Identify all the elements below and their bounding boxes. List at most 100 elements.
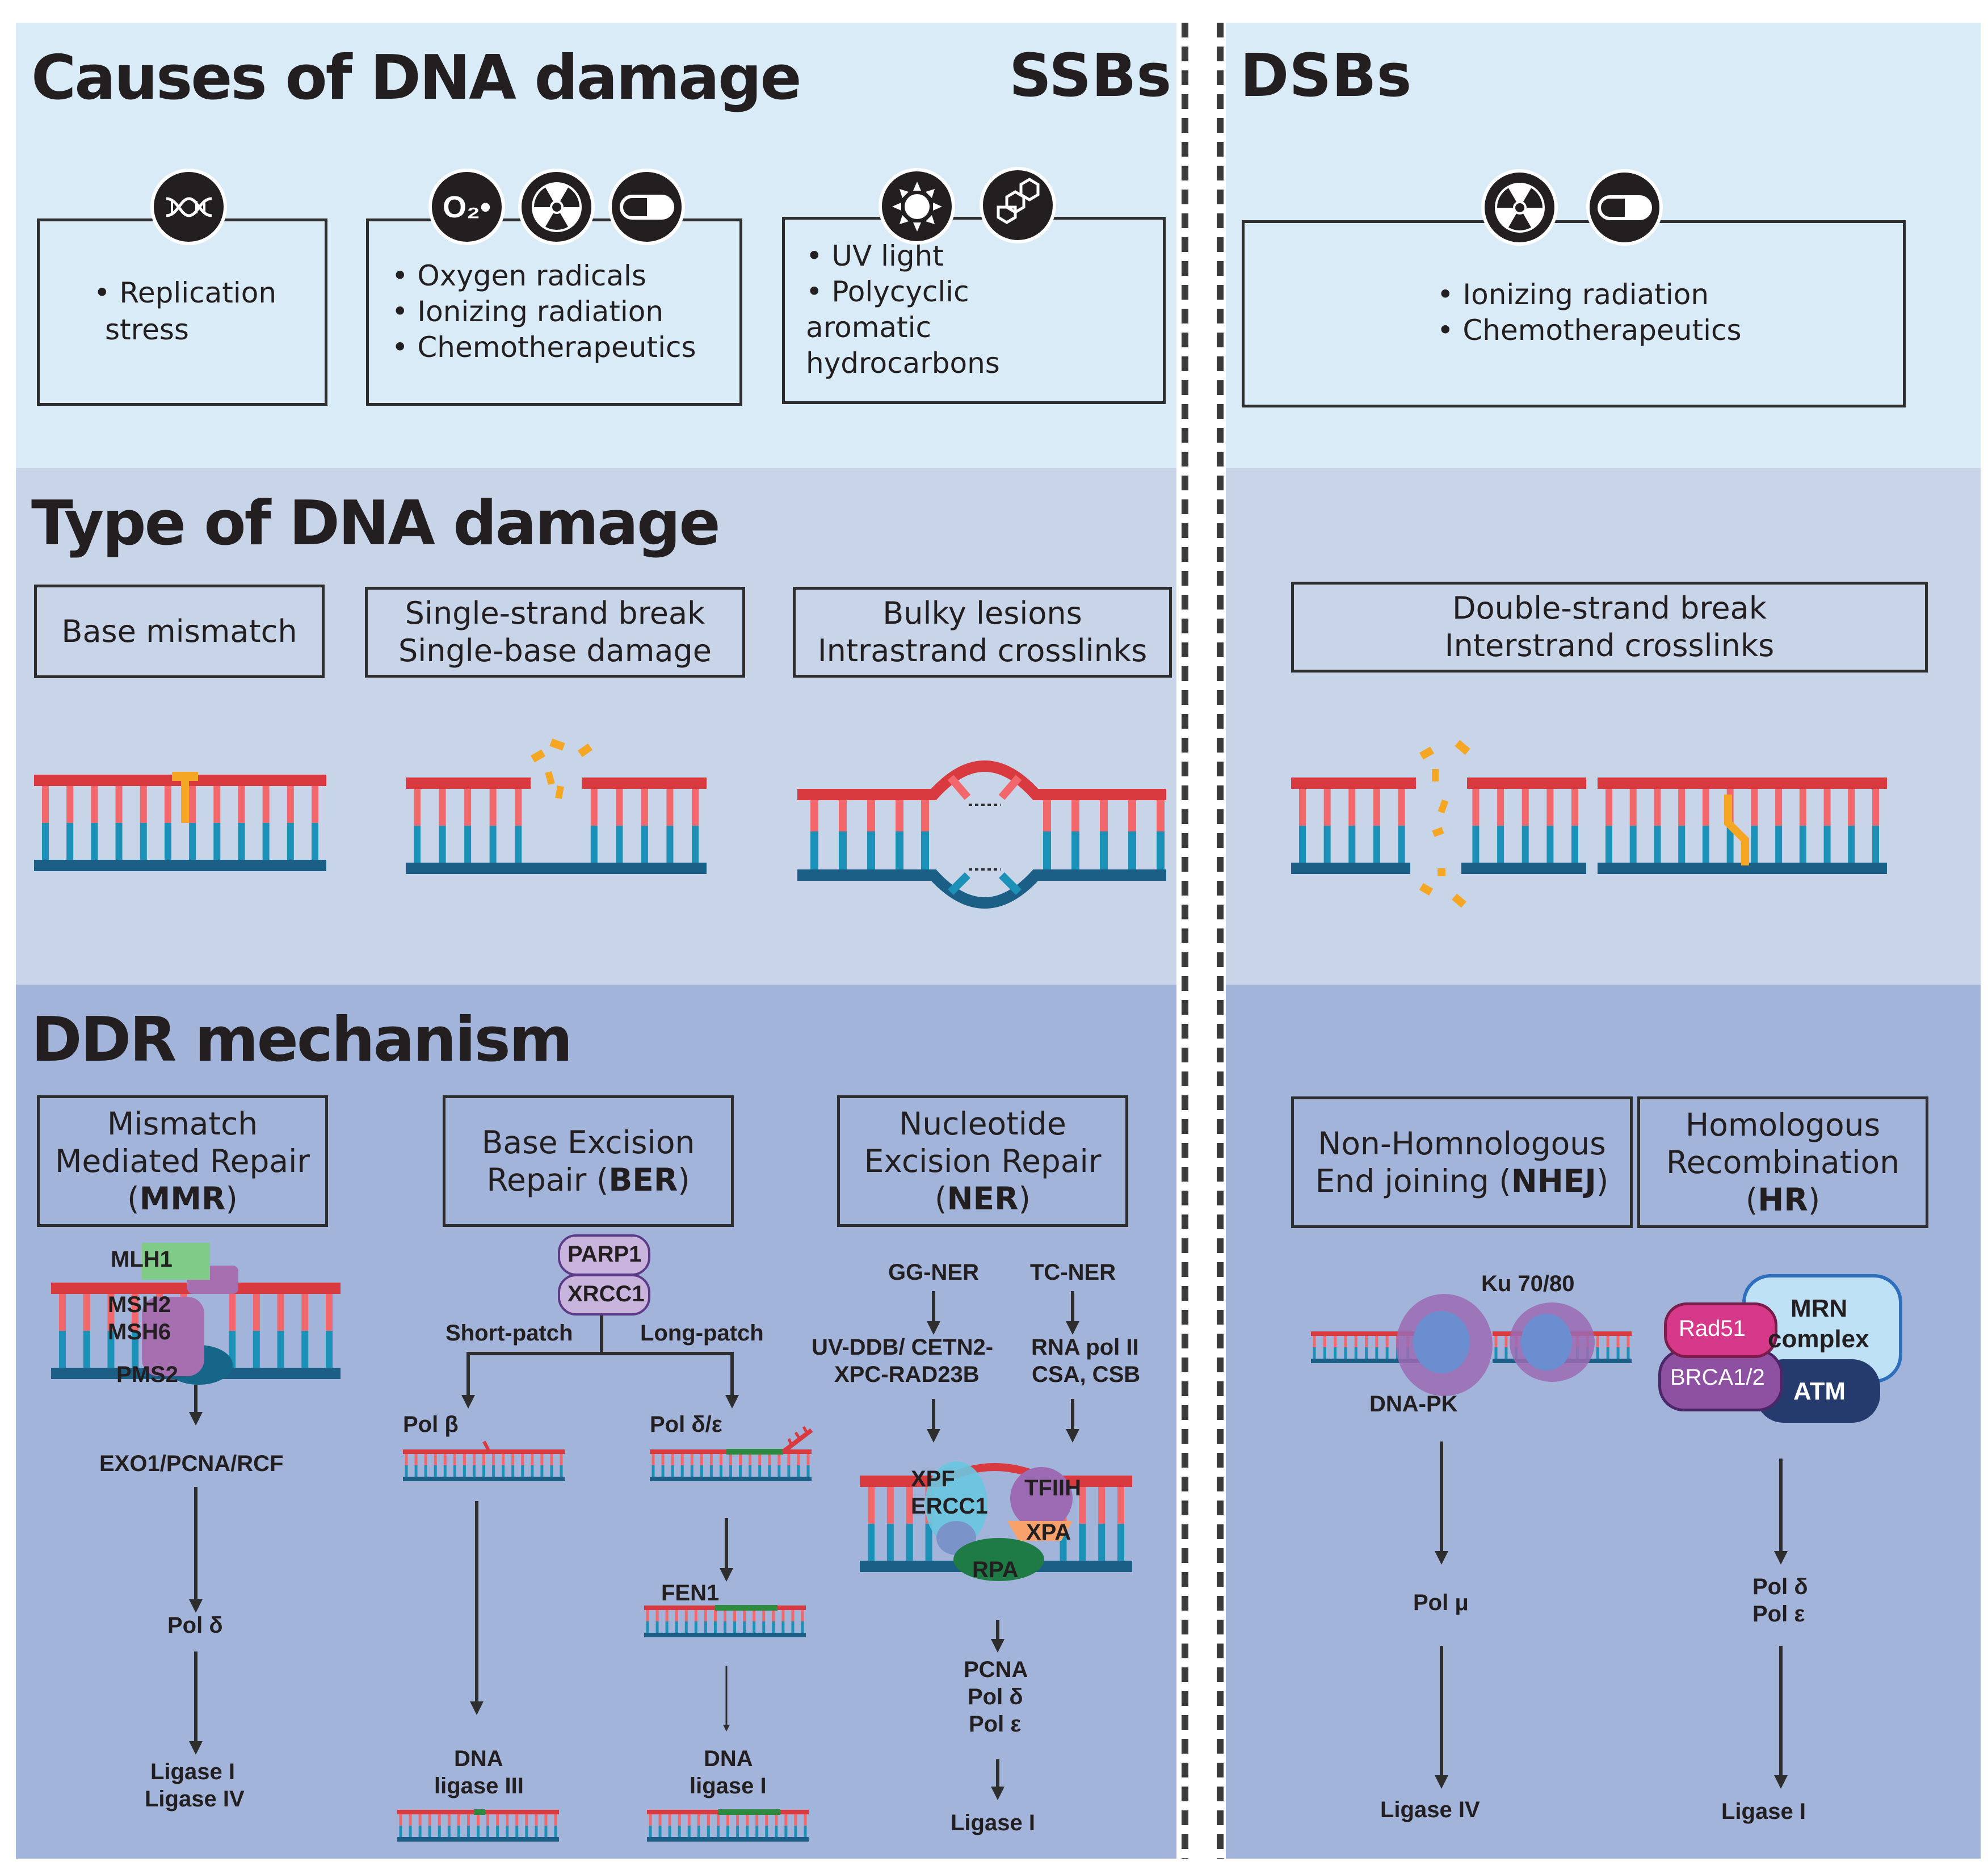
mmr-step3-line2: Ligase IV xyxy=(145,1787,245,1812)
mmr-step2: Pol δ xyxy=(167,1613,223,1638)
mech-box-ner: Nucleotide Excision Repair (NER) xyxy=(837,1095,1128,1227)
ber-short-dna xyxy=(403,1440,565,1481)
ber-fen1-dna xyxy=(644,1605,806,1637)
mech-box-ber: Base Excision Repair (BER) xyxy=(443,1095,734,1227)
ber-lig1-line2: ligase I xyxy=(690,1773,767,1798)
cause-uv-line4: hydrocarbons xyxy=(806,347,1000,380)
nhej-ligase-label: Ligase IV xyxy=(1380,1797,1480,1822)
cause-uv-line2: • Polycyclic xyxy=(806,275,969,308)
ner-title-line3: (NER) xyxy=(935,1180,1031,1217)
ner-step-line2: Pol δ xyxy=(968,1684,1023,1709)
type-title: Type of DNA damage xyxy=(31,488,721,559)
dna-helix-icon xyxy=(150,169,227,245)
mech-box-hr: Homologous Recombination (HR) xyxy=(1637,1096,1928,1228)
ber-lig3-line1: DNA xyxy=(454,1746,503,1771)
hr-ligase-label: Ligase I xyxy=(1721,1799,1806,1824)
type-panel-dsb xyxy=(1226,468,1981,985)
ddr-panel-ssb xyxy=(16,985,1176,1859)
ber-title-line1: Base Excision xyxy=(481,1124,695,1161)
nhej-title-line2: End joining (NHEJ) xyxy=(1315,1163,1609,1199)
causes-title: Causes of DNA damage xyxy=(31,43,802,114)
cause-dsb-line2: • Chemotherapeutics xyxy=(1437,314,1742,347)
xpf-label: XPF xyxy=(911,1466,955,1491)
mrn-line2: complex xyxy=(1768,1325,1869,1353)
nhej-title-line1: Non-Homnologous xyxy=(1318,1125,1606,1162)
xpa-label: XPA xyxy=(1026,1520,1071,1545)
cause-box-uv xyxy=(782,217,1166,404)
type-box-ssb: Single-strand break Single-base damage xyxy=(365,587,745,678)
ner-step-line1: PCNA xyxy=(964,1657,1028,1682)
dsb-label: DSBs xyxy=(1240,41,1412,110)
dnapk-label: DNA-PK xyxy=(1369,1392,1458,1417)
type-bulky-line1: Bulky lesions xyxy=(882,595,1082,631)
ber-final-dna-long xyxy=(647,1809,809,1842)
type-mismatch-text: Base mismatch xyxy=(61,613,297,649)
ner-title-line2: Excision Repair xyxy=(864,1143,1102,1179)
gg-factors-line1: UV-DDB/ CETN2- xyxy=(812,1335,994,1360)
mmr-step3-line1: Ligase I xyxy=(150,1759,235,1784)
dna-bulky-illustration xyxy=(797,760,1166,909)
ber-long-dna xyxy=(650,1426,813,1481)
type-box-dsb: Double-strand break Interstrand crosslin… xyxy=(1291,582,1928,673)
nhej-pol-label: Pol μ xyxy=(1413,1590,1469,1615)
brca-shape xyxy=(1658,1349,1783,1411)
pms2-label: PMS2 xyxy=(116,1362,178,1387)
mech-box-mmr: Mismatch Mediated Repair (MMR) xyxy=(37,1095,328,1227)
cause-uv-line3: aromatic xyxy=(806,311,932,344)
cause-uv-line1: • UV light xyxy=(806,239,944,272)
ber-lig3-line2: ligase III xyxy=(434,1773,524,1798)
mech-box-nhej: Non-Homnologous End joining (NHEJ) xyxy=(1291,1096,1633,1228)
atm-label: ATM xyxy=(1793,1377,1846,1405)
hr-title-line1: Homologous xyxy=(1685,1107,1881,1143)
radiation-icon xyxy=(518,169,595,245)
mrn-line1: MRN xyxy=(1791,1295,1848,1322)
mmr-title-line2: Mediated Repair xyxy=(54,1143,310,1179)
short-patch-label: Short-patch xyxy=(445,1321,573,1346)
ercc1-label: ERCC1 xyxy=(911,1494,988,1519)
hr-pol-line1: Pol δ xyxy=(1752,1574,1808,1599)
dna-mmr-illustration xyxy=(51,1243,341,1385)
ssb-label: SSBs xyxy=(1009,41,1172,110)
type-dsb-line1: Double-strand break xyxy=(1452,590,1767,626)
tc-factors-line1: RNA pol II xyxy=(1031,1335,1139,1360)
ner-ligase-label: Ligase I xyxy=(951,1810,1035,1835)
long-patch-label: Long-patch xyxy=(640,1321,764,1346)
rpa-label: RPA xyxy=(972,1557,1019,1582)
ber-final-dna-short xyxy=(397,1809,559,1842)
mlh1-label: MLH1 xyxy=(111,1247,173,1272)
fen1-label: FEN1 xyxy=(661,1581,720,1606)
hr-title-line2: Recombination xyxy=(1666,1144,1900,1180)
rad51-shape xyxy=(1664,1302,1777,1358)
cause-oxidative-line3: • Chemotherapeutics xyxy=(392,331,696,364)
type-ssb-line2: Single-base damage xyxy=(398,633,712,669)
pill-icon-dsb xyxy=(1586,169,1663,246)
gg-factors-line2: XPC-RAD23B xyxy=(834,1362,980,1387)
dna-dsb-illustration xyxy=(1291,739,1887,908)
dna-ssb-illustration xyxy=(406,738,707,874)
gg-ner-label: GG-NER xyxy=(888,1260,979,1285)
xrcc1-pill xyxy=(558,1274,650,1316)
brca-label: BRCA1/2 xyxy=(1670,1365,1765,1390)
type-bulky-line2: Intrastrand crosslinks xyxy=(817,633,1148,669)
hr-pol-line2: Pol ε xyxy=(1752,1602,1805,1627)
tc-factors-line2: CSA, CSB xyxy=(1032,1362,1141,1387)
dna-nhej-illustration xyxy=(1311,1294,1632,1396)
ku-label: Ku 70/80 xyxy=(1481,1271,1575,1296)
ber-title-line2: Repair (BER) xyxy=(486,1162,690,1198)
xrcc1-label: XRCC1 xyxy=(568,1281,645,1306)
type-box-mismatch: Base mismatch xyxy=(34,585,325,678)
cause-dsb-line1: • Ionizing radiation xyxy=(1437,278,1709,311)
pol-beta-label: Pol β xyxy=(403,1412,459,1437)
mmr-title-line3: (MMR) xyxy=(127,1180,238,1217)
cause-replication-line1: • Replication xyxy=(94,276,277,309)
mmr-step1: EXO1/PCNA/RCF xyxy=(99,1451,284,1476)
parp1-label: PARP1 xyxy=(568,1242,642,1267)
pill-icon xyxy=(608,169,685,245)
causes-panel-dsb xyxy=(1226,23,1981,468)
msh6-label: MSH6 xyxy=(108,1319,171,1344)
ner-title-line1: Nucleotide xyxy=(899,1106,1066,1142)
dna-ner-illustration xyxy=(860,1461,1132,1581)
cause-box-dsb xyxy=(1242,220,1906,407)
